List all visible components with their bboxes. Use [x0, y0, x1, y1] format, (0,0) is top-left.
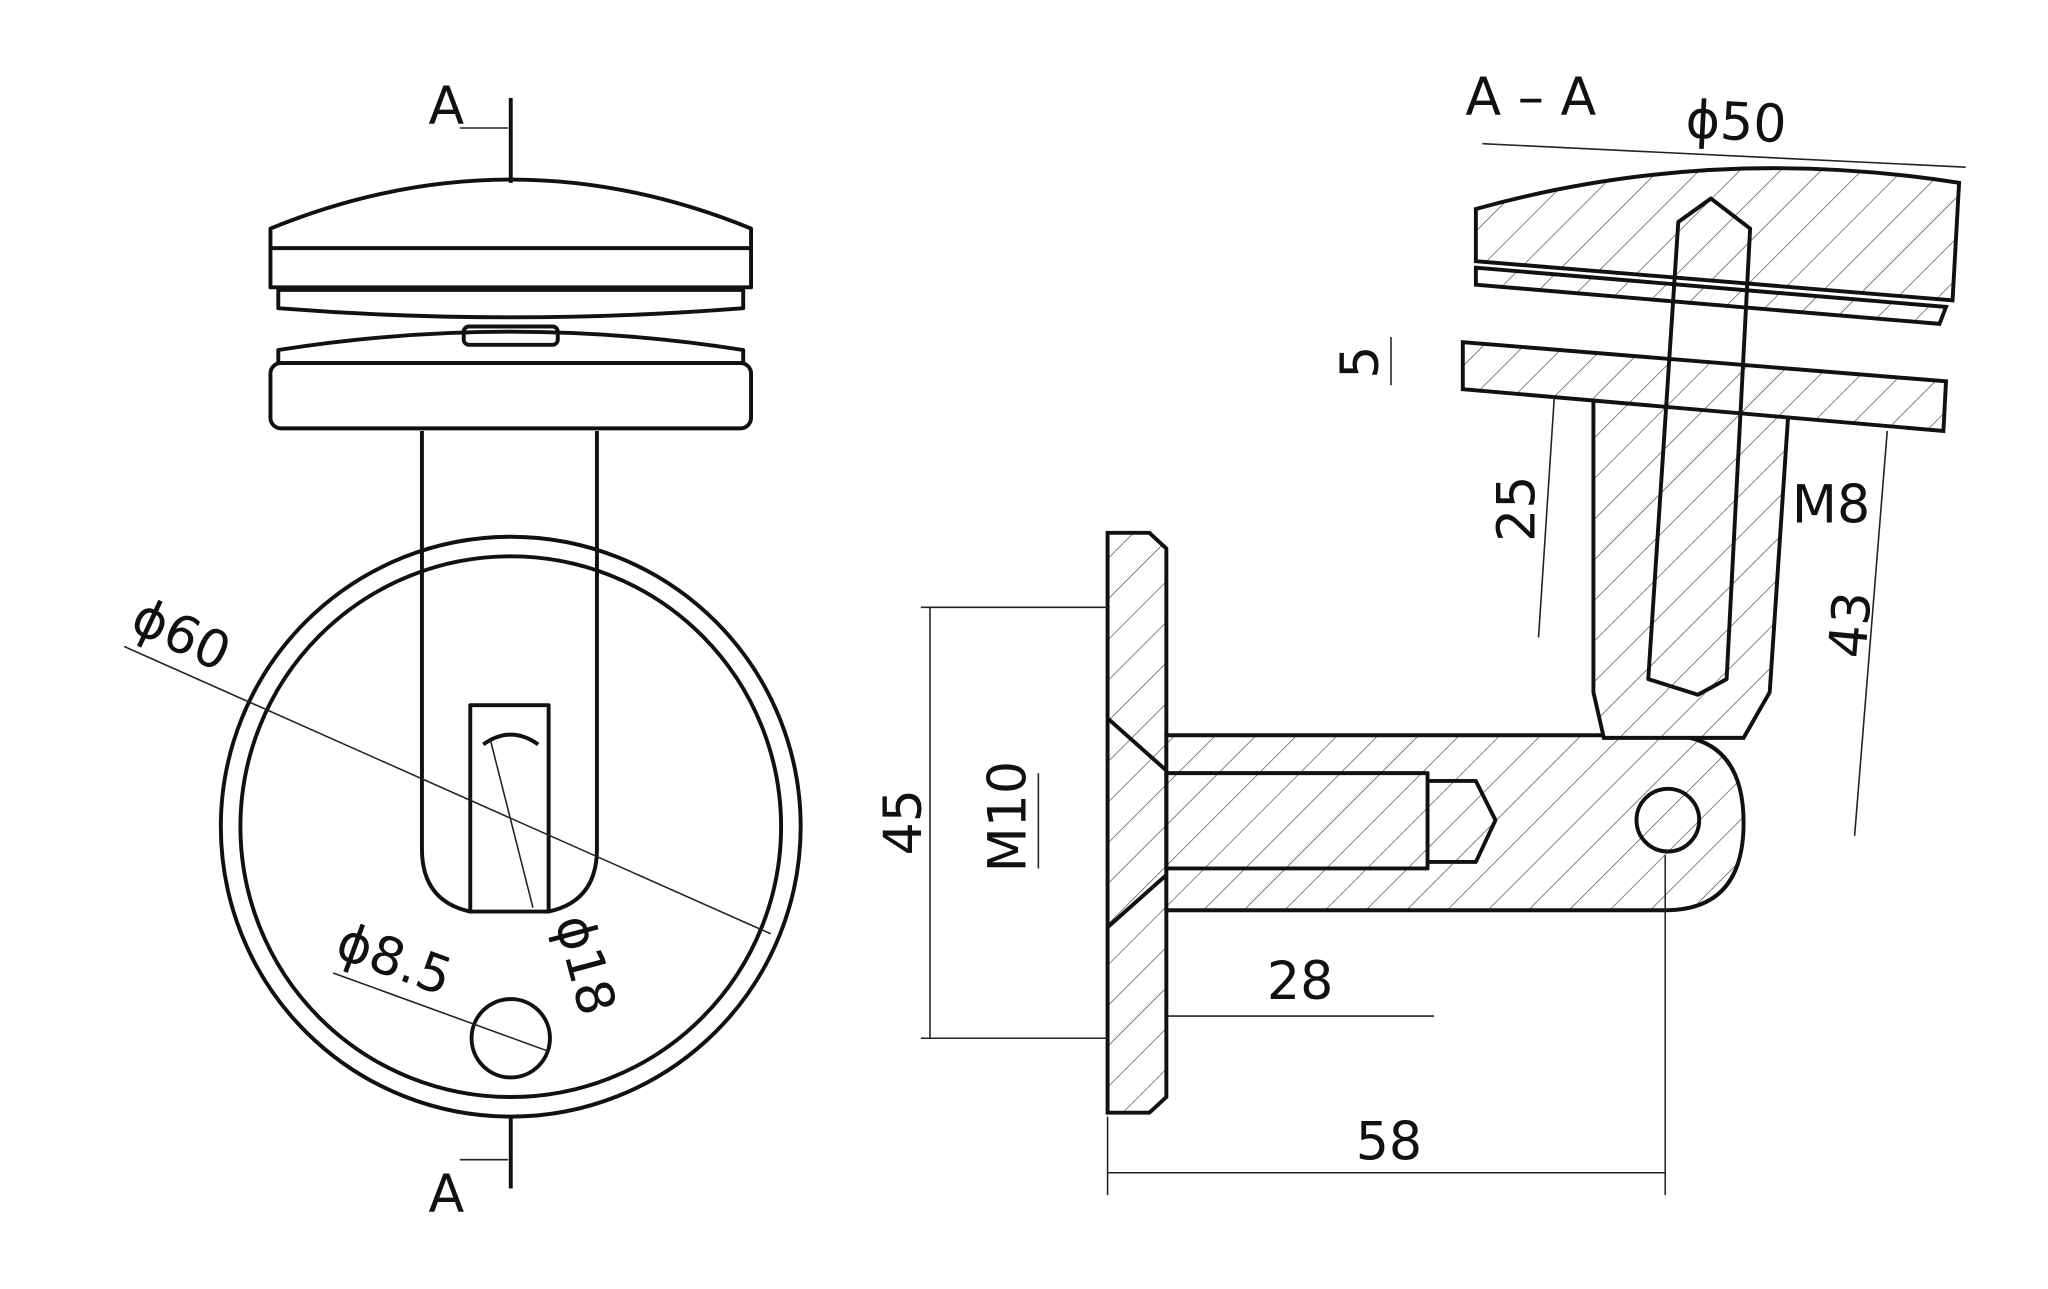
- wall-flange: [1105, 530, 1169, 1115]
- rail-inner-circle: [238, 554, 784, 1099]
- dim-m10: M10: [978, 761, 1038, 873]
- rail-outer-circle: [218, 534, 803, 1119]
- section-view: A – A ϕ50 5 25 M8 43 45 M10 28 58: [874, 68, 1966, 1195]
- arm: [1164, 733, 1746, 913]
- wall-bolt: [1164, 771, 1430, 871]
- section-title: A – A: [1465, 68, 1596, 128]
- mounting-hole: [469, 997, 552, 1080]
- glass-plate-top: [276, 287, 746, 320]
- dim-5: 5: [1331, 345, 1391, 378]
- dim-line-phi60: [123, 645, 771, 935]
- section-mark-bottom: A: [428, 1165, 464, 1225]
- dim-45: 45: [874, 789, 934, 855]
- dim-43: 43: [1818, 589, 1884, 660]
- section-cap: [1473, 166, 1962, 303]
- stem: [419, 430, 599, 914]
- glass-plate-bottom: [276, 329, 746, 366]
- dim-phi85: ϕ8.5: [329, 912, 460, 1009]
- front-view: A ϕ60 ϕ8.5 ϕ18 A: [123, 77, 803, 1225]
- slot: [468, 703, 551, 914]
- dim-phi18: ϕ18: [543, 909, 627, 1022]
- dim-line-phi18: [489, 737, 534, 908]
- dim-m8: M8: [1792, 475, 1870, 535]
- section-mark-top: A: [428, 77, 464, 137]
- dim-line-phi85: [332, 972, 549, 1053]
- base-plate: [268, 361, 754, 431]
- post-bolt: [1646, 196, 1753, 697]
- dim-28: 28: [1267, 952, 1333, 1012]
- cap: [268, 177, 754, 290]
- dim-phi50: ϕ50: [1684, 90, 1788, 155]
- post: [1591, 396, 1792, 740]
- pivot-hole: [1634, 786, 1702, 854]
- dim-phi60: ϕ60: [123, 587, 240, 684]
- dim-58: 58: [1356, 1113, 1422, 1173]
- dim-25: 25: [1488, 476, 1548, 542]
- section-base-plate: [1460, 340, 1949, 434]
- spacer: [461, 324, 560, 347]
